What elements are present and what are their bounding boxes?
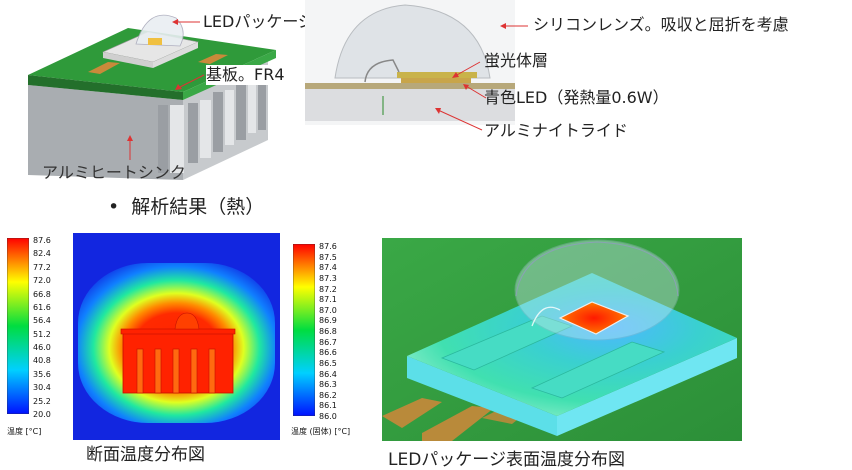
colorbar-tick-label: 87.4 [319,263,337,273]
colorbar-tick-label: 56.4 [33,316,51,326]
colorbar-tick-label: 86.2 [319,390,337,400]
colorbar-tick-label: 86.1 [319,401,337,411]
colorbar-tick-label: 61.6 [33,302,51,312]
colorbar-tick-label: 86.7 [319,337,337,347]
colorbar-tick-label: 35.6 [33,369,51,379]
colorbar-left [7,238,29,414]
colorbar-tick-label: 87.6 [319,242,337,251]
colorbar-tick-label: 86.5 [319,358,337,368]
colorbar-middle-title: 温度 (固体) [°C] [291,427,351,436]
colorbar-tick-label: 82.4 [33,249,51,259]
colorbar-tick-label: 87.6 [33,236,51,245]
colorbar-left-title: 温度 [°C] [7,427,42,436]
colorbar-middle [293,244,315,416]
leader-lines-right [435,23,528,131]
label-led-package: LEDパッケージ [203,12,315,32]
label-heatsink: アルミヒートシンク [42,163,186,182]
colorbar-tick-label: 87.2 [319,284,337,294]
package-surface-temperature-map [382,238,742,441]
caption-package-surface: LEDパッケージ表面温度分布図 [388,450,625,470]
colorbar-tick-label: 51.2 [33,329,51,339]
colorbar-tick-label: 86.4 [319,369,337,379]
leader-lines-left [127,19,205,160]
colorbar-left-ticks: 87.6 82.4 77.2 72.0 66.8 61.6 56.4 51.2 46.0 40.8… [33,236,63,419]
label-silicone-lens: シリコンレンズ。吸収と屈折を考慮 [533,15,789,34]
colorbar-tick-label: 86.0 [319,412,337,421]
cross-section-render [305,0,515,125]
colorbar-tick-label: 86.8 [319,327,337,336]
colorbar-tick-label: 86.9 [319,316,337,326]
section-bullet: • 解析結果（熱） [108,192,264,219]
label-phosphor-layer: 蛍光体層 [484,51,549,70]
colorbar-tick-label: 20.0 [33,410,51,419]
colorbar-tick-label: 30.4 [33,383,51,393]
colorbar-tick-label: 40.8 [33,356,51,366]
label-blue-led: 青色LED（発熱量0.6W） [484,88,669,107]
colorbar-tick-label: 46.0 [33,343,51,353]
label-substrate: 基板。FR4 [206,65,285,85]
colorbar-tick-label: 87.5 [319,252,337,262]
colorbar-tick-label: 72.0 [33,276,51,286]
colorbar-tick-label: 77.2 [33,262,51,272]
caption-cross-section: 断面温度分布図 [86,445,205,465]
colorbar-tick-label: 25.2 [33,396,51,406]
colorbar-tick-label: 87.0 [319,305,337,315]
colorbar-tick-label: 87.1 [319,295,337,305]
cross-section-temperature-map [73,233,280,440]
label-aluminum-nitride: アルミナイトライド [484,121,628,140]
colorbar-tick-label: 87.3 [319,273,337,283]
colorbar-tick-label: 66.8 [33,289,51,299]
colorbar-tick-label: 86.3 [319,380,337,390]
colorbar-tick-label: 86.6 [319,348,337,358]
section-heading: 解析結果（熱） [131,196,265,218]
bullet-symbol: • [108,196,120,218]
